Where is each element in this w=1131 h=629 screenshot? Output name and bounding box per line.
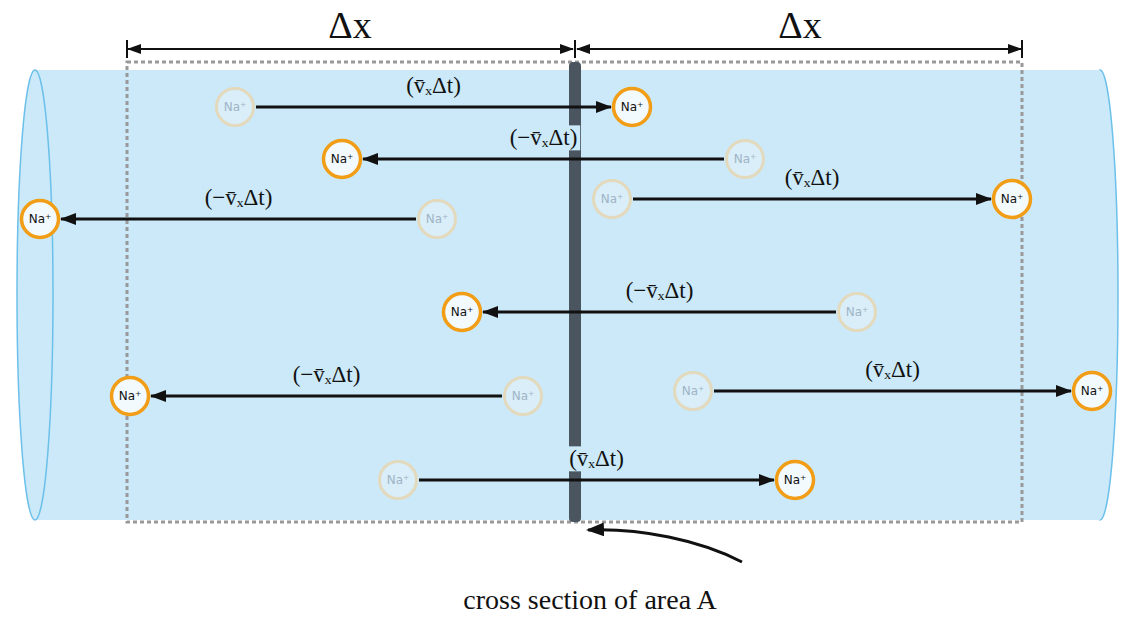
- ion-label: Na⁺: [416, 198, 458, 240]
- ion-label: Na⁺: [214, 86, 256, 128]
- ion-label: Na⁺: [591, 178, 633, 220]
- displacement-label: (v̄ₓΔt): [782, 165, 843, 190]
- displacement-label: (v̄ₓΔt): [403, 73, 464, 98]
- caption-label: cross section of area A: [463, 585, 716, 616]
- ion-label: Na⁺: [672, 370, 714, 412]
- displacement-arrow: [714, 390, 1071, 393]
- ion-label: Na⁺: [774, 459, 816, 501]
- displacement-arrow: [363, 158, 724, 161]
- dimension-tick: [1021, 40, 1023, 58]
- ion-circle: Na⁺: [502, 375, 544, 417]
- tube-body: [35, 70, 1100, 520]
- ion-label: Na⁺: [377, 459, 419, 501]
- ion-circle: Na⁺: [441, 291, 483, 333]
- ion-circle: Na⁺: [416, 198, 458, 240]
- ion-circle: Na⁺: [19, 198, 61, 240]
- displacement-label: (−v̄ₓΔt): [623, 278, 697, 303]
- ion-circle: Na⁺: [321, 138, 363, 180]
- displacement-arrow: [151, 395, 502, 398]
- ion-label: Na⁺: [611, 86, 653, 128]
- ion-circle: Na⁺: [591, 178, 633, 220]
- ion-label: Na⁺: [724, 138, 766, 180]
- ion-circle: Na⁺: [724, 138, 766, 180]
- displacement-label: (−v̄ₓΔt): [507, 125, 581, 150]
- ion-circle: Na⁺: [836, 291, 878, 333]
- ion-label: Na⁺: [441, 291, 483, 333]
- displacement-label: (−v̄ₓΔt): [202, 185, 276, 210]
- displacement-label: (v̄ₓΔt): [566, 446, 627, 471]
- control-volume: [127, 62, 1022, 522]
- ion-circle: Na⁺: [611, 86, 653, 128]
- ion-label: Na⁺: [1071, 370, 1113, 412]
- ion-label: Na⁺: [991, 178, 1033, 220]
- ion-label: Na⁺: [836, 291, 878, 333]
- dimension-tick: [126, 40, 128, 58]
- dimension-line: [128, 48, 573, 50]
- displacement-arrow: [61, 218, 416, 221]
- ion-circle: Na⁺: [774, 459, 816, 501]
- dimension-label: Δx: [328, 5, 371, 47]
- ion-label: Na⁺: [19, 198, 61, 240]
- displacement-arrow: [633, 198, 991, 201]
- ion-circle: Na⁺: [109, 375, 151, 417]
- dimension-line: [577, 48, 1021, 50]
- dimension-label: Δx: [778, 5, 821, 47]
- ion-circle: Na⁺: [214, 86, 256, 128]
- ion-label: Na⁺: [109, 375, 151, 417]
- ion-circle: Na⁺: [1071, 370, 1113, 412]
- dimension-tick: [574, 40, 576, 58]
- displacement-label: (−v̄ₓΔt): [290, 362, 364, 387]
- tube-end: [17, 70, 53, 520]
- ion-label: Na⁺: [502, 375, 544, 417]
- displacement-arrow: [483, 311, 836, 314]
- ion-circle: Na⁺: [991, 178, 1033, 220]
- displacement-label: (v̄ₓΔt): [862, 357, 923, 382]
- ion-label: Na⁺: [321, 138, 363, 180]
- displacement-arrow: [419, 479, 774, 482]
- ion-circle: Na⁺: [377, 459, 419, 501]
- pointer-arrow: [588, 530, 742, 562]
- ion-circle: Na⁺: [672, 370, 714, 412]
- displacement-arrow: [256, 106, 611, 109]
